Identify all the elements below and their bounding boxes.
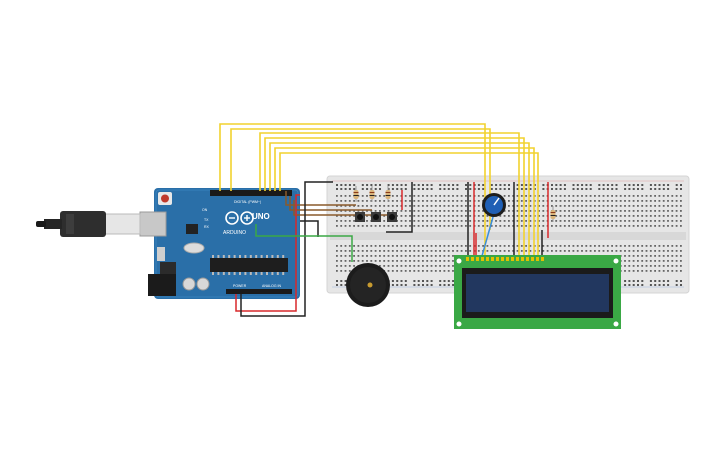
power-label: POWER: [233, 284, 247, 288]
potentiometer-icon[interactable]: [482, 193, 506, 217]
arduino-model-label: UNO: [252, 212, 270, 221]
arduino-brand-label: ARDUINO: [223, 230, 246, 236]
crystal: [183, 242, 205, 254]
wires-blue[interactable]: [481, 209, 496, 257]
reset-button-cap[interactable]: [161, 194, 169, 203]
capacitor-2: [196, 277, 210, 291]
lcd-mount-hole: [613, 258, 619, 264]
resistor-icon[interactable]: [353, 186, 556, 222]
pushbutton-icon[interactable]: [355, 212, 397, 222]
chip-pins: [212, 255, 285, 275]
arduino-uno-board[interactable]: ARDUINO UNO DIGITAL (PWM~) TX RX ON POWE…: [139, 188, 300, 299]
regulator: [157, 247, 165, 261]
lcd-pin-header: [466, 257, 544, 261]
power-header: [226, 289, 258, 294]
voltage-regulator: [160, 262, 176, 274]
wires-red[interactable]: [235, 182, 549, 312]
lcd-mount-hole: [456, 258, 462, 264]
usb-port: [139, 211, 167, 237]
on-label: ON: [202, 208, 208, 212]
digital-pins-label: DIGITAL (PWM~): [234, 200, 261, 204]
analog-label: ANALOG IN: [262, 284, 282, 288]
analog-header: [258, 289, 292, 294]
lcd-screen: [466, 274, 609, 312]
wires-black[interactable]: [240, 181, 543, 317]
lcd-mount-hole: [456, 321, 462, 327]
lcd-mount-hole: [613, 321, 619, 327]
usb-chip: [186, 224, 198, 234]
tx-label: TX: [204, 218, 209, 222]
wires-green[interactable]: [255, 224, 353, 262]
lcd-16x2-module[interactable]: [454, 255, 621, 329]
digital-header: [210, 190, 292, 196]
dc-jack: [148, 274, 176, 296]
capacitor-1: [182, 277, 196, 291]
usb-cable-icon[interactable]: [36, 211, 141, 237]
buzzer-icon[interactable]: [346, 263, 390, 307]
atmega-chip: [210, 258, 288, 272]
rx-label: RX: [204, 225, 210, 229]
wires-yellow[interactable]: [219, 123, 539, 256]
arduino-logo: [225, 211, 254, 225]
